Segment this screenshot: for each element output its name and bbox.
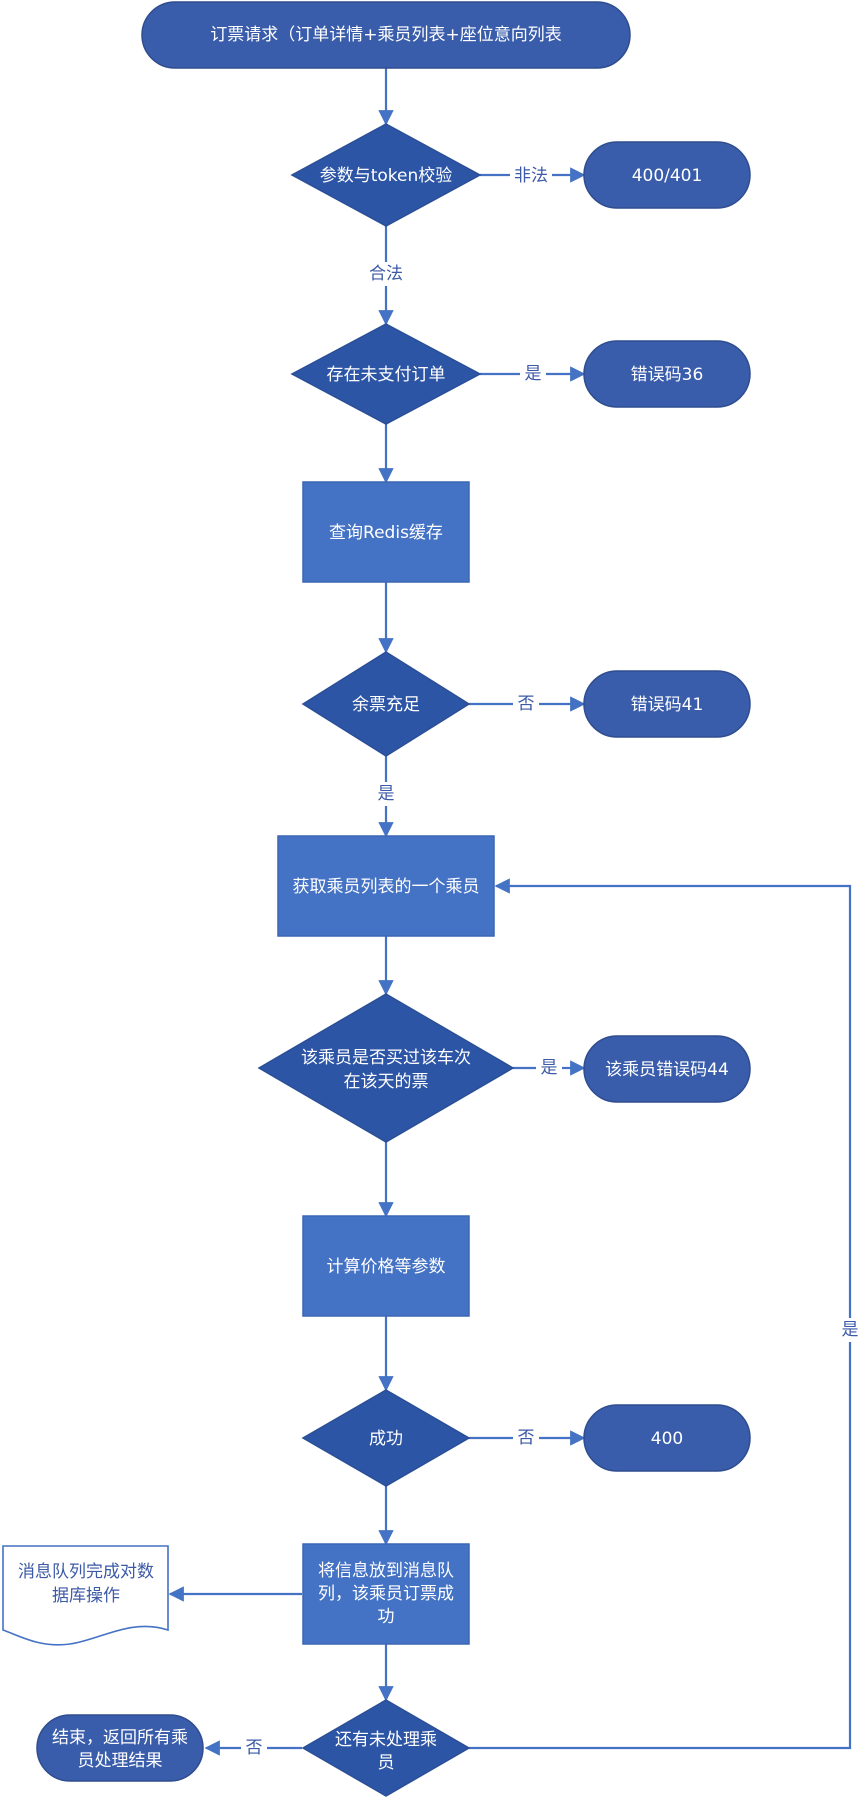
node-400-401: 400/401 — [583, 141, 751, 209]
node-query-redis-text: 查询Redis缓存 — [329, 523, 443, 543]
node-calc-price-text: 计算价格等参数 — [327, 1257, 446, 1277]
node-mq-text-3: 功 — [378, 1607, 395, 1627]
node-err-44-text: 该乘员错误码44 — [605, 1060, 729, 1080]
node-err-36: 错误码36 — [583, 340, 751, 408]
node-ticket-check: 余票充足 — [301, 651, 471, 757]
node-remaining-check-text-2: 员 — [378, 1753, 395, 1773]
node-success-check-text: 成功 — [369, 1429, 403, 1449]
node-bought-check-text-2: 在该天的票 — [344, 1072, 429, 1092]
edge-label-no-tickets: 否 — [518, 694, 535, 714]
edge-labels: 非法 合法 是 否 是 是 否 否 是 — [241, 164, 863, 1760]
edge-label-illegal: 非法 — [514, 166, 548, 186]
node-remaining-check-text-1: 还有未处理乘 — [335, 1730, 437, 1750]
node-err-400-text: 400 — [651, 1429, 683, 1449]
node-mq: 将信息放到消息队 列，该乘员订票成 功 — [302, 1543, 470, 1645]
edge-label-yes-unpaid: 是 — [525, 364, 542, 384]
node-start-text: 订票请求（订单详情+乘员列表+座位意向列表 — [210, 25, 562, 45]
node-unpaid-check-text: 存在未支付订单 — [327, 365, 446, 385]
node-query-redis: 查询Redis缓存 — [302, 481, 470, 583]
node-mq-document-text-1: 消息队列完成对数 — [18, 1562, 154, 1582]
node-param-check-text: 参数与token校验 — [320, 166, 453, 186]
node-remaining-check: 还有未处理乘 员 — [301, 1699, 471, 1797]
node-bought-check: 该乘员是否买过该车次 在该天的票 — [257, 993, 515, 1143]
node-end-text-1: 结束，返回所有乘 — [52, 1728, 188, 1748]
edge-label-yes-loop: 是 — [842, 1320, 859, 1340]
node-bought-check-text-1: 该乘员是否买过该车次 — [301, 1048, 471, 1068]
node-err-400: 400 — [583, 1404, 751, 1472]
edge-label-no-success: 否 — [518, 1428, 535, 1448]
edge-label-legal: 合法 — [369, 264, 403, 284]
connectors — [168, 68, 852, 1756]
node-unpaid-check: 存在未支付订单 — [290, 323, 482, 425]
node-get-passenger: 获取乘员列表的一个乘员 — [277, 835, 495, 937]
node-400-401-text: 400/401 — [632, 166, 703, 186]
node-err-36-text: 错误码36 — [631, 365, 704, 385]
edge-label-yes-bought: 是 — [541, 1058, 558, 1078]
edge-remaining-loop-back — [469, 878, 852, 1750]
node-err-41: 错误码41 — [583, 670, 751, 738]
node-end: 结束，返回所有乘 员处理结果 — [36, 1714, 204, 1782]
node-mq-text-2: 列，该乘员订票成 — [318, 1584, 454, 1604]
node-calc-price: 计算价格等参数 — [302, 1215, 470, 1317]
node-err-41-text: 错误码41 — [631, 695, 704, 715]
edge-label-no-remaining: 否 — [246, 1738, 263, 1758]
node-start: 订票请求（订单详情+乘员列表+座位意向列表 — [141, 1, 631, 69]
node-ticket-check-text: 余票充足 — [352, 695, 420, 715]
node-mq-document-text-2: 据库操作 — [52, 1586, 120, 1606]
node-err-44: 该乘员错误码44 — [583, 1035, 751, 1103]
node-param-check: 参数与token校验 — [290, 123, 482, 227]
node-end-text-2: 员处理结果 — [78, 1751, 163, 1771]
node-get-passenger-text: 获取乘员列表的一个乘员 — [293, 877, 480, 897]
node-success-check: 成功 — [301, 1389, 471, 1487]
node-mq-text-1: 将信息放到消息队 — [318, 1561, 454, 1581]
node-mq-document: 消息队列完成对数 据库操作 — [2, 1545, 169, 1646]
edge-label-yes-tickets: 是 — [378, 784, 395, 804]
